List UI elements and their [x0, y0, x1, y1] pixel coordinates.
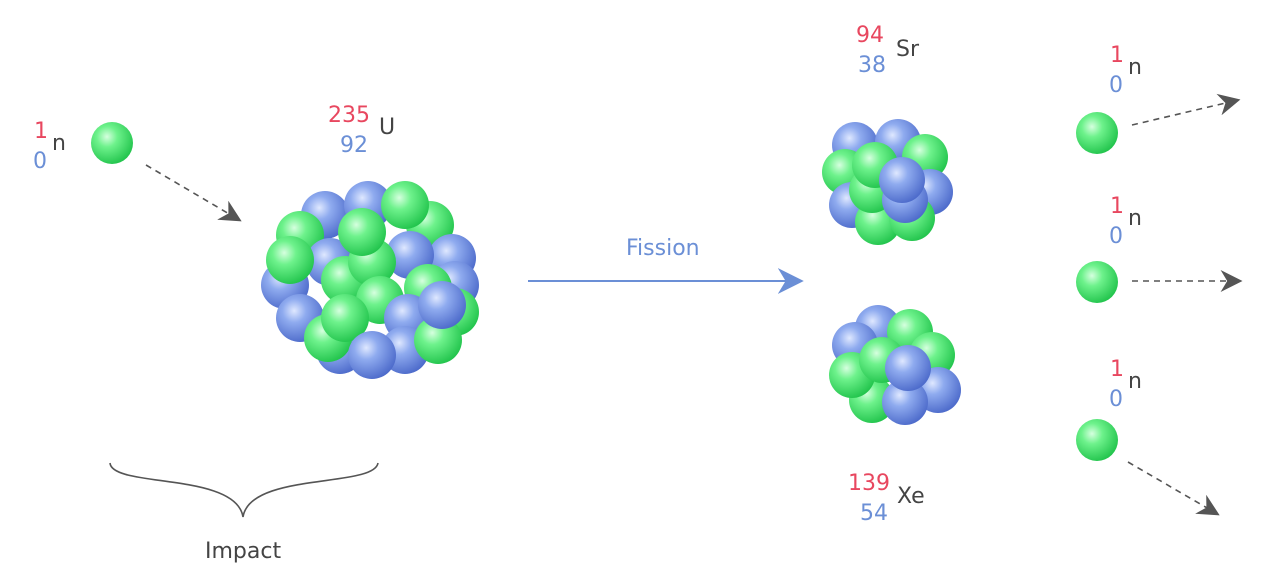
uranium-atomic-number: 92: [340, 133, 368, 158]
strontium-label: 94 38 Sr: [856, 23, 920, 78]
neutron: [266, 236, 314, 284]
released-neutron-3-label: 1 0 n: [1109, 357, 1142, 412]
proton: [879, 157, 925, 203]
incoming-neutron-sphere: [91, 122, 133, 164]
xenon-atomic-number: 54: [860, 501, 888, 526]
strontium-nucleus: [822, 119, 953, 245]
uranium-mass-number: 235: [328, 103, 370, 128]
strontium-symbol: Sr: [896, 37, 920, 62]
incoming-neutron-symbol: n: [52, 131, 66, 156]
neutron: [381, 181, 429, 229]
neutron: [321, 294, 369, 342]
impact-label: Impact: [205, 539, 281, 564]
released-neutron-1-label: 1 0 n: [1109, 43, 1142, 98]
uranium-nucleus: [261, 181, 479, 379]
released-neutron-3-arrow: [1127, 461, 1220, 516]
proton: [885, 345, 931, 391]
xenon-symbol: Xe: [897, 484, 925, 509]
fission-label: Fission: [626, 236, 700, 261]
released-neutron-atomic-number: 0: [1109, 73, 1123, 98]
incoming-neutron-label: 1 0 n: [33, 119, 66, 174]
xenon-mass-number: 139: [848, 471, 890, 496]
released-neutron-mass-number: 1: [1110, 194, 1124, 219]
uranium-symbol: U: [379, 115, 395, 140]
impact-brace: [109, 462, 379, 518]
released-neutron-atomic-number: 0: [1109, 224, 1123, 249]
released-neutron-atomic-number: 0: [1109, 387, 1123, 412]
strontium-atomic-number: 38: [858, 53, 886, 78]
xenon-nucleus: [829, 305, 961, 425]
neutron: [338, 208, 386, 256]
proton: [348, 331, 396, 379]
released-neutron-3-sphere: [1076, 419, 1118, 461]
strontium-mass-number: 94: [856, 23, 884, 48]
proton: [882, 379, 928, 425]
incoming-neutron-atomic-number: 0: [33, 149, 47, 174]
released-neutron-2-sphere: [1076, 261, 1118, 303]
released-neutron-symbol: n: [1128, 206, 1142, 231]
incoming-neutron-arrow: [145, 164, 242, 222]
released-neutron-mass-number: 1: [1110, 43, 1124, 68]
uranium-label: 235 92 U: [328, 103, 395, 158]
proton: [418, 281, 466, 329]
released-neutron-1-sphere: [1076, 112, 1118, 154]
released-neutron-symbol: n: [1128, 55, 1142, 80]
incoming-neutron-mass-number: 1: [34, 119, 48, 144]
xenon-label: 139 54 Xe: [848, 471, 925, 526]
released-neutron-mass-number: 1: [1110, 357, 1124, 382]
neutron: [414, 316, 462, 364]
released-neutron-2-label: 1 0 n: [1109, 194, 1142, 249]
released-neutron-symbol: n: [1128, 369, 1142, 394]
released-neutron-1-arrow: [1131, 93, 1241, 126]
